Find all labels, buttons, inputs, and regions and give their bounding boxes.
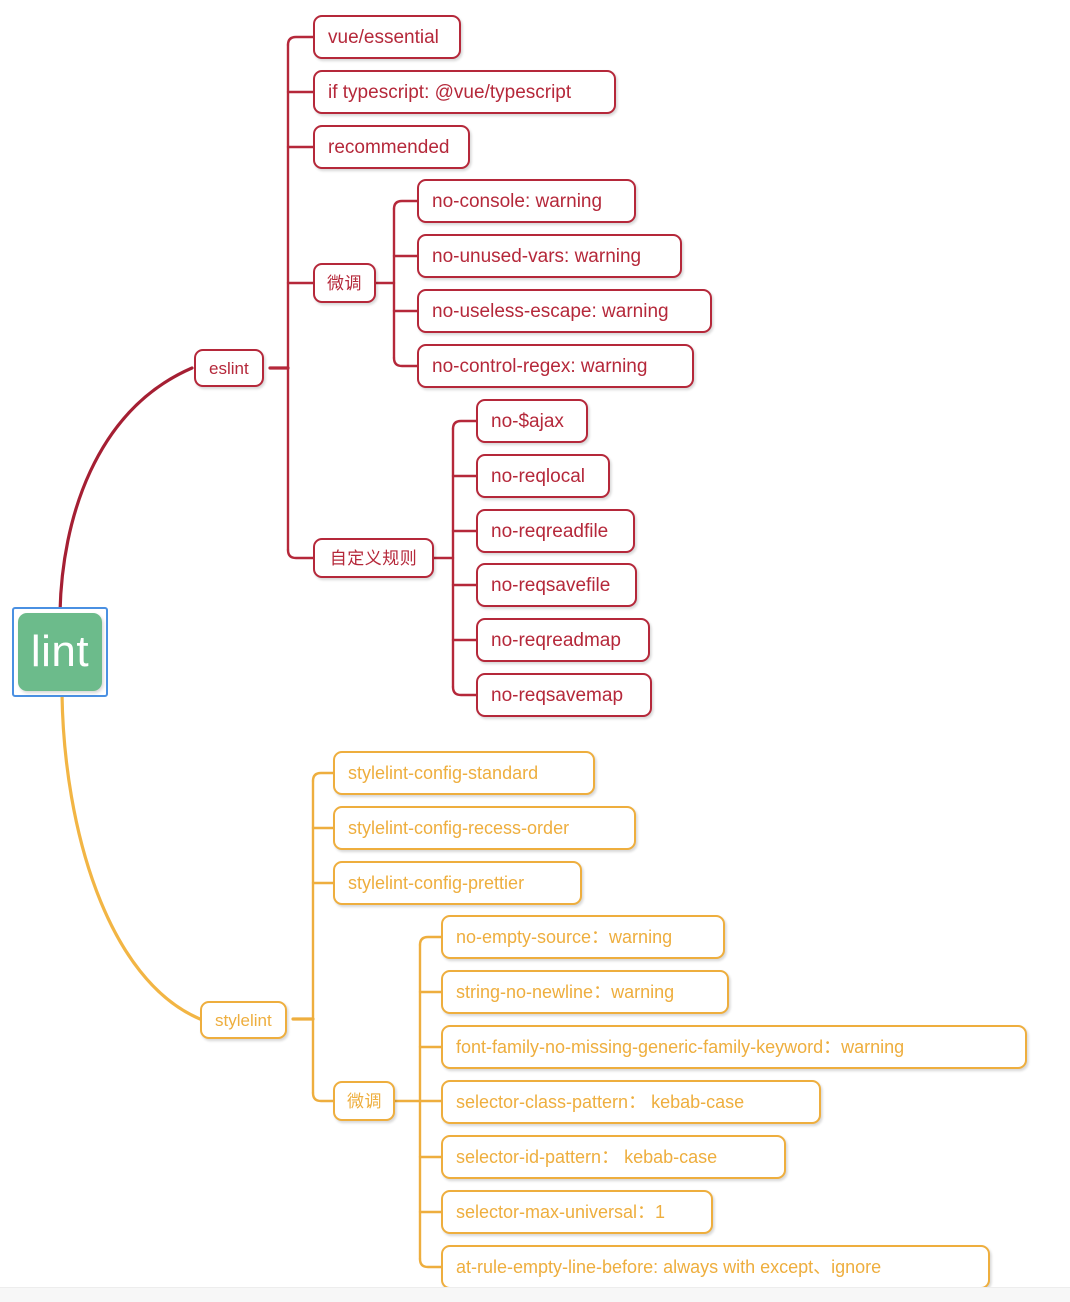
node-no-reqsavemap-label: no-reqsavemap [491,684,624,706]
node-eslint[interactable]: eslint [194,349,264,387]
node-no-reqreadmap-label: no-reqreadmap [491,629,621,651]
node-selector-id-pattern-label: selector-id-pattern： kebab-case [456,1147,718,1167]
node-eslint-custom-rules[interactable]: 自定义规则 [313,538,434,578]
node-no-reqreadfile-label: no-reqreadfile [491,520,609,542]
node-no-reqsavefile[interactable]: no-reqsavefile [476,563,637,607]
node-selector-max-universal[interactable]: selector-max-universal：1 [441,1190,713,1234]
edge-sw-1 [418,935,443,947]
node-selector-class-pattern[interactable]: selector-class-pattern： kebab-case [441,1080,821,1124]
node-stylelint-label: stylelint [215,1010,272,1030]
node-no-reqreadfile[interactable]: no-reqreadfile [476,509,635,553]
node-no-empty-source[interactable]: no-empty-source：warning [441,915,725,959]
edge-custom-1 [451,419,478,431]
node-recommended[interactable]: recommended [313,125,470,169]
node-recommended-label: recommended [328,136,450,158]
node-no-control-regex[interactable]: no-control-regex: warning [417,344,694,388]
node-no-console[interactable]: no-console: warning [417,179,636,223]
node-selector-max-universal-label: selector-max-universal：1 [456,1202,666,1222]
node-if-typescript[interactable]: if typescript: @vue/typescript [313,70,616,114]
node-selector-class-pattern-label: selector-class-pattern： kebab-case [456,1092,745,1112]
edge-eslint-child-5 [286,548,315,560]
edge-stylelint-child-1 [311,771,335,783]
node-selector-id-pattern[interactable]: selector-id-pattern： kebab-case [441,1135,786,1179]
edge-weitiao-4 [392,356,419,368]
node-eslint-custom-rules-label: 自定义规则 [329,548,418,568]
node-at-rule-empty-line-before-label: at-rule-empty-line-before: always with e… [456,1257,882,1277]
edge-sw-7 [418,1257,443,1269]
node-font-family-no-missing-generic-family-keyword[interactable]: font-family-no-missing-generic-family-ke… [441,1025,1027,1069]
edge-stylelint-child-4 [311,1091,335,1103]
node-stylelint-config-prettier-label: stylelint-config-prettier [348,873,525,893]
node-vue-essential-label: vue/essential [328,26,439,48]
node-stylelint-weitiao[interactable]: 微调 [333,1081,395,1121]
node-no-unused-vars-label: no-unused-vars: warning [432,245,642,267]
node-no-reqreadmap[interactable]: no-reqreadmap [476,618,650,662]
node-no-reqsavemap[interactable]: no-reqsavemap [476,673,652,717]
node-if-typescript-label: if typescript: @vue/typescript [328,81,572,103]
node-string-no-newline-label: string-no-newline：warning [456,982,675,1002]
root-node-label: lint [30,627,90,676]
node-stylelint-config-recess-order[interactable]: stylelint-config-recess-order [333,806,636,850]
node-at-rule-empty-line-before[interactable]: at-rule-empty-line-before: always with e… [441,1245,990,1289]
root-node-lint[interactable]: lint [18,613,102,691]
node-no-unused-vars[interactable]: no-unused-vars: warning [417,234,682,278]
node-eslint-weitiao-label: 微调 [327,273,362,293]
node-eslint-label: eslint [209,358,249,378]
node-stylelint-weitiao-label: 微调 [347,1091,382,1111]
edge-weitiao-1 [392,199,419,211]
edge-eslint-child-1 [286,35,315,47]
node-stylelint-config-recess-order-label: stylelint-config-recess-order [348,818,570,838]
edge-root-eslint [58,366,194,614]
edge-custom-6 [451,685,478,697]
node-no-useless-escape[interactable]: no-useless-escape: warning [417,289,712,333]
node-font-family-no-missing-generic-family-keyword-label: font-family-no-missing-generic-family-ke… [456,1037,905,1057]
node-vue-essential[interactable]: vue/essential [313,15,461,59]
node-no-ajax[interactable]: no-$ajax [476,399,588,443]
node-no-useless-escape-label: no-useless-escape: warning [432,300,669,322]
node-eslint-weitiao[interactable]: 微调 [313,263,376,303]
node-no-reqlocal[interactable]: no-reqlocal [476,454,610,498]
node-no-reqsavefile-label: no-reqsavefile [491,574,611,596]
node-stylelint-config-standard[interactable]: stylelint-config-standard [333,751,595,795]
node-no-reqlocal-label: no-reqlocal [491,465,585,487]
node-stylelint[interactable]: stylelint [200,1001,287,1039]
node-no-console-label: no-console: warning [432,190,603,212]
node-no-ajax-label: no-$ajax [491,410,564,432]
node-no-empty-source-label: no-empty-source：warning [456,927,673,947]
page-bottom-edge [0,1287,1070,1302]
node-string-no-newline[interactable]: string-no-newline：warning [441,970,729,1014]
node-no-control-regex-label: no-control-regex: warning [432,355,648,377]
node-stylelint-config-prettier[interactable]: stylelint-config-prettier [333,861,582,905]
edge-root-stylelint [60,692,202,1021]
node-stylelint-config-standard-label: stylelint-config-standard [348,763,539,783]
